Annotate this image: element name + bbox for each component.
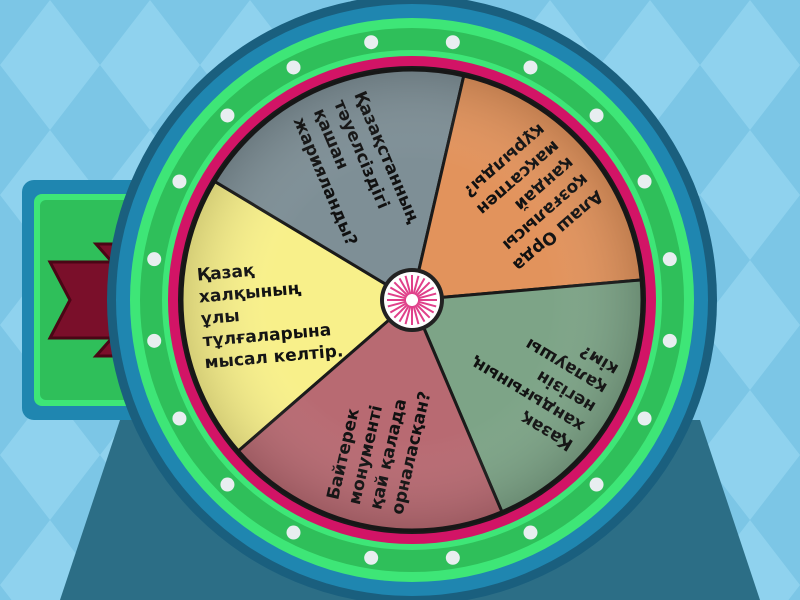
ring-light-dot xyxy=(662,252,677,267)
hub-ray xyxy=(389,286,408,298)
ring-light-dot xyxy=(364,550,379,565)
hub-ray xyxy=(404,275,412,295)
hub-ray xyxy=(387,292,407,300)
ring-light-dot xyxy=(364,35,379,50)
hub-ray xyxy=(393,303,409,319)
ring-light-dot xyxy=(286,60,301,75)
hub-ray xyxy=(414,304,426,323)
ring-light-dot xyxy=(523,60,538,75)
ring-light-dot xyxy=(147,333,162,348)
hub-ray xyxy=(415,303,431,319)
ring-light-dot xyxy=(523,525,538,540)
hub-ray xyxy=(398,304,410,323)
hub-ray xyxy=(416,286,435,298)
ring-light-dot xyxy=(172,174,187,189)
hub-ray xyxy=(416,302,435,314)
hub-ray xyxy=(414,277,426,296)
ring-light-dot xyxy=(637,174,652,189)
ring-light-dot xyxy=(445,550,460,565)
ring-light-dot xyxy=(445,35,460,50)
ring-light-dot xyxy=(147,252,162,267)
hub-ray xyxy=(415,281,431,297)
hub-ray xyxy=(417,292,437,300)
hub-ray xyxy=(387,300,407,308)
hub-ray xyxy=(412,275,420,295)
ring-light-dot xyxy=(220,477,235,492)
wheel[interactable]: Қазақхалқыныңұлытұлғаларынамысал келтір.… xyxy=(107,0,717,600)
ring-light-dot xyxy=(286,525,301,540)
ring-light-dot xyxy=(172,411,187,426)
ring-light-dot xyxy=(637,411,652,426)
ring-light-dot xyxy=(589,108,604,123)
ring-light-dot xyxy=(662,333,677,348)
hub-ray xyxy=(398,277,410,296)
wheel-hub xyxy=(380,268,444,332)
ring-light-dot xyxy=(589,477,604,492)
hub-ray xyxy=(412,305,420,325)
hub-ray xyxy=(389,302,408,314)
ring-light-dot xyxy=(220,108,235,123)
hub-ray xyxy=(393,281,409,297)
hub-ray xyxy=(404,305,412,325)
hub-ray xyxy=(417,300,437,308)
